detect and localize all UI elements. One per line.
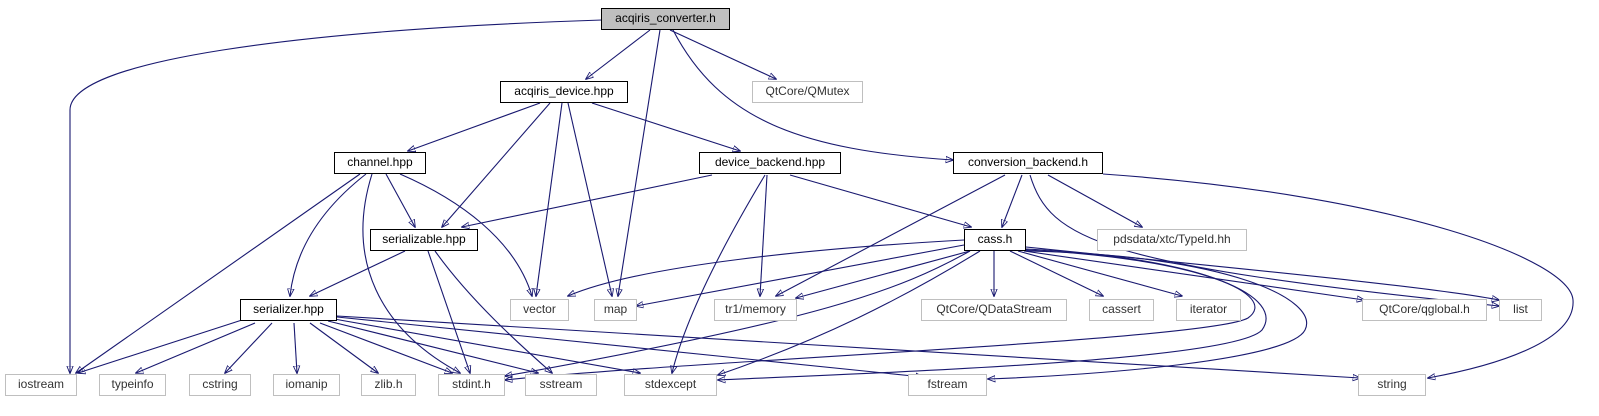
node-qtcore-qglobal-h: QtCore/qglobal.h (1362, 299, 1487, 321)
edge-channel-to-stdint (362, 173, 460, 373)
edge-cass-to-fstream (988, 250, 1308, 379)
edge-conversion-backend-to-tr1-memory (776, 174, 1006, 296)
edge-cass-to-tr1-memory (796, 250, 971, 298)
edge-acqiris-converter-to-map (618, 29, 661, 296)
node-cstring: cstring (189, 374, 251, 396)
edge-cass-to-stdint (505, 250, 971, 376)
node-acqiris-converter-h[interactable]: acqiris_converter.h (601, 8, 730, 30)
node-channel-hpp[interactable]: channel.hpp (334, 152, 426, 174)
edge-acqiris-device-to-device-backend (591, 102, 740, 151)
edge-device-backend-to-stdexcept (672, 174, 766, 373)
node-map: map (594, 299, 637, 321)
node-pdsdata-typeid-hh: pdsdata/xtc/TypeId.hh (1097, 229, 1247, 251)
edge-serializer-to-zlib (309, 322, 378, 373)
edge-acqiris-device-to-vector (536, 102, 563, 296)
edge-channel-to-vector (399, 173, 532, 296)
edge-acqiris-converter-to-iostream (70, 19, 603, 373)
node-serializable-hpp[interactable]: serializable.hpp (370, 229, 478, 251)
node-zlib-h: zlib.h (361, 374, 416, 396)
edge-device-backend-to-tr1-memory (760, 174, 768, 296)
edge-acqiris-device-to-channel (408, 102, 541, 151)
edge-cass-to-map (636, 244, 965, 306)
edge-serializer-to-typeinfo (136, 322, 256, 373)
edge-device-backend-to-cass (789, 174, 971, 227)
node-qtcore-qmutex: QtCore/QMutex (752, 81, 863, 103)
node-device-backend-hpp[interactable]: device_backend.hpp (699, 152, 841, 174)
edge-conversion-backend-to-cass (1002, 174, 1023, 227)
node-string: string (1358, 374, 1426, 396)
edge-cass-to-iterator (1017, 250, 1182, 296)
node-iterator: iterator (1176, 299, 1241, 321)
node-acqiris-device-hpp[interactable]: acqiris_device.hpp (500, 81, 628, 103)
edge-cass-to-qglobal (1023, 250, 1364, 300)
node-tr1-memory: tr1/memory (714, 299, 797, 321)
edge-serializer-to-stdint (319, 322, 452, 373)
edge-acqiris-converter-to-acqiris-device (586, 29, 651, 79)
node-iostream: iostream (5, 374, 77, 396)
edge-cass-to-cassert (1009, 250, 1103, 296)
edge-serializable-to-sstream (434, 250, 552, 373)
edge-serializer-to-fstream (336, 316, 923, 377)
node-cass-h[interactable]: cass.h (964, 229, 1026, 251)
edge-conversion-backend-to-typeid (1047, 174, 1142, 227)
node-cassert: cassert (1089, 299, 1154, 321)
node-conversion-backend-h[interactable]: conversion_backend.h (953, 152, 1103, 174)
edge-channel-to-serializable (385, 173, 415, 227)
node-fstream: fstream (908, 374, 987, 396)
edge-cass-to-vector (568, 239, 965, 296)
edge-acqiris-converter-to-qmutex (669, 29, 776, 79)
edge-serializer-to-iomanip (294, 322, 297, 373)
edge-serializable-to-stdint (427, 250, 470, 373)
edge-serializer-to-iostream (78, 319, 243, 373)
edge-serializer-to-string (336, 315, 1360, 378)
edge-acqiris-device-to-serializable (442, 102, 551, 227)
edge-acqiris-converter-to-conversion-backend (672, 29, 953, 160)
edge-acqiris-device-to-map (567, 102, 612, 296)
edge-serializer-to-sstream (327, 320, 538, 373)
node-sstream: sstream (525, 374, 597, 396)
edge-conversion-backend-to-string (1102, 173, 1574, 378)
node-list: list (1499, 299, 1542, 321)
edge-channel-to-serializer (290, 173, 367, 296)
node-vector: vector (510, 299, 569, 321)
edge-serializer-to-cstring (225, 322, 273, 373)
edge-serializable-to-serializer (310, 250, 406, 296)
node-stdint-h: stdint.h (438, 374, 505, 396)
edge-device-backend-to-serializable (462, 174, 713, 227)
edge-serializer-to-stdexcept (333, 318, 640, 373)
node-typeinfo: typeinfo (99, 374, 166, 396)
node-iomanip: iomanip (273, 374, 340, 396)
edge-cass-to-stdexcept-loop (718, 248, 1267, 380)
edge-channel-to-iostream (76, 173, 361, 373)
node-serializer-hpp[interactable]: serializer.hpp (240, 299, 337, 321)
node-stdexcept: stdexcept (624, 374, 717, 396)
node-qtcore-qdatastream: QtCore/QDataStream (921, 299, 1067, 321)
